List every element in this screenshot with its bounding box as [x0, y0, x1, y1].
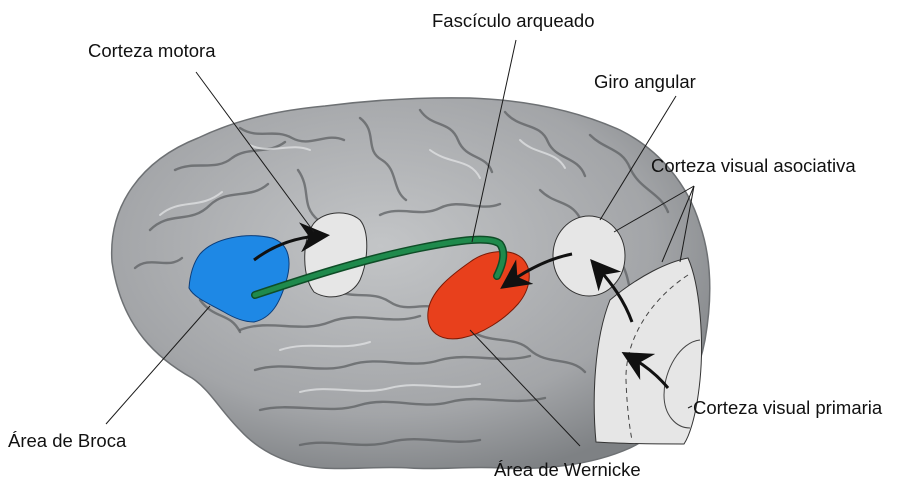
- motor-cortex-region: [305, 213, 367, 297]
- label-giro-angular: Giro angular: [594, 71, 696, 92]
- label-corteza-visual-primaria: Corteza visual primaria: [693, 397, 883, 418]
- label-area-broca: Área de Broca: [8, 430, 127, 451]
- label-corteza-motora: Corteza motora: [88, 40, 216, 61]
- label-corteza-visual-asociativa: Corteza visual asociativa: [651, 155, 856, 176]
- label-fasciculo-arqueado: Fascículo arqueado: [432, 10, 595, 31]
- label-area-wernicke: Área de Wernicke: [494, 459, 641, 480]
